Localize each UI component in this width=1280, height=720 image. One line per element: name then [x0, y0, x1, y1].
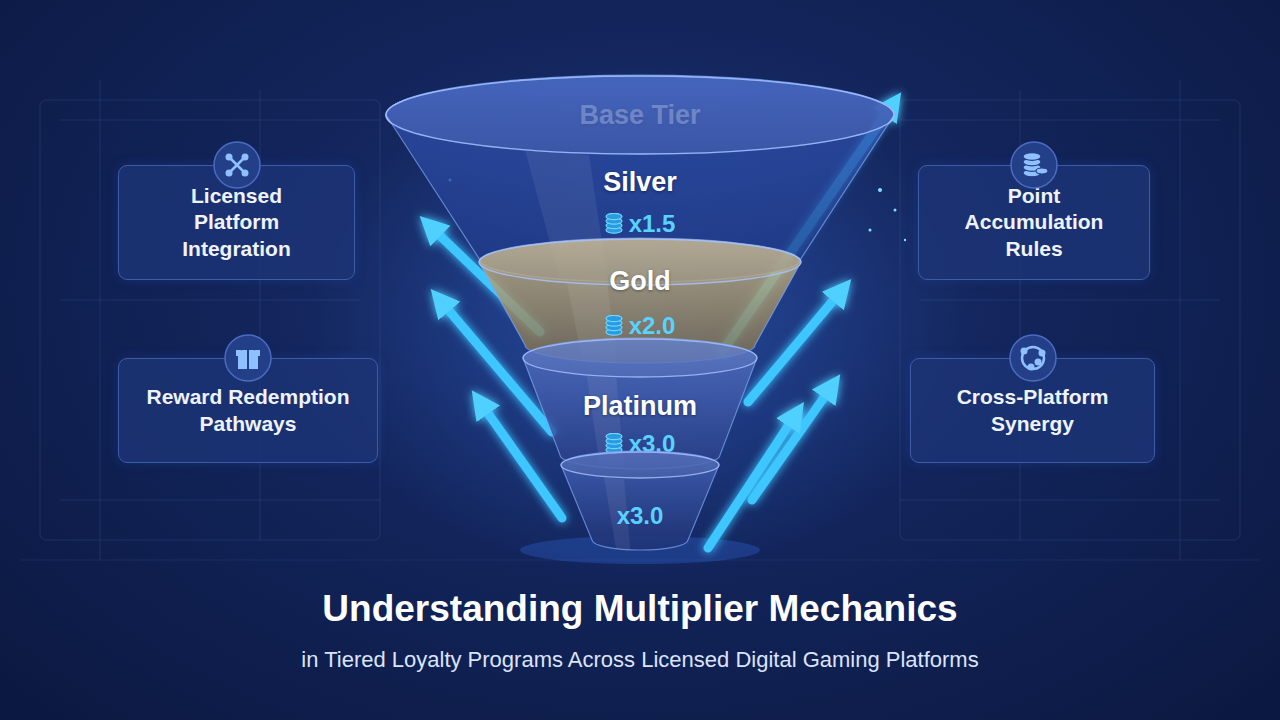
feature-icon — [222, 332, 274, 384]
multiplier-value: x1.5 — [629, 210, 676, 238]
coin-stack-icon — [605, 213, 623, 235]
feature-icon — [1008, 139, 1060, 191]
feature-label: Reward Redemption Pathways — [133, 384, 363, 437]
tier-name: Gold — [478, 266, 802, 297]
diagram-title: Understanding Multiplier Mechanics — [0, 588, 1280, 630]
feature-icon — [1007, 332, 1059, 384]
tier-name: Platinum — [522, 391, 758, 422]
coin-stack-icon — [605, 315, 623, 337]
multiplier-row: x1.5 — [385, 210, 895, 238]
feature-label: Cross-Platform Synergy — [928, 384, 1138, 437]
diagram-caption: in Tiered Loyalty Programs Across Licens… — [0, 647, 1280, 673]
funnel-tier: Platinumx3.0 — [522, 338, 758, 469]
multiplier-value: x2.0 — [629, 312, 676, 340]
feature-label: Point Accumulation Rules — [952, 183, 1117, 262]
multiplier-row: x2.0 — [478, 312, 802, 340]
feature-icon — [211, 139, 263, 191]
feature-label: Licensed Platform Integration — [157, 183, 317, 262]
multiplier-row: x3.0 — [560, 502, 720, 530]
multiplier-value: x3.0 — [617, 502, 664, 530]
funnel-band-shape — [560, 451, 720, 550]
tier-name: Silver — [385, 167, 895, 198]
funnel-tier: x3.0 — [560, 451, 720, 550]
